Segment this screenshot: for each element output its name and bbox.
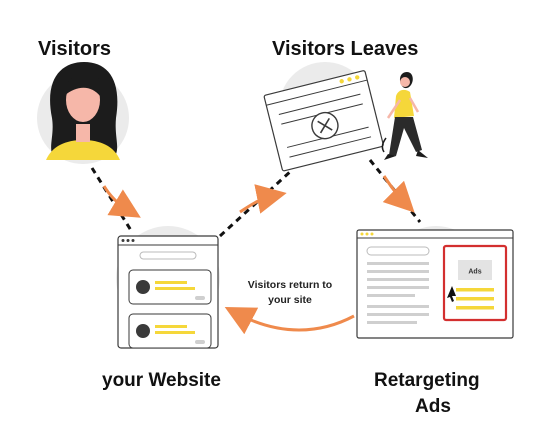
- visitor-avatar: [37, 62, 129, 164]
- retargeting-label-line2: Ads: [415, 396, 451, 417]
- visitors-leaves-label: Visitors Leaves: [272, 38, 419, 60]
- orange-arrow-visitor-to-website: [102, 185, 141, 218]
- retargeting-label-line1: Retargeting: [374, 370, 480, 391]
- retargeting-ads-node: [356, 226, 514, 339]
- ad-box-label: Ads: [468, 269, 481, 276]
- edge-visitor-to-website: [90, 167, 134, 233]
- your-website-label: your Website: [102, 370, 221, 391]
- visitors-label: Visitors: [38, 38, 111, 60]
- orange-arrow-leaves-to-retargeting: [382, 175, 415, 213]
- orange-arrow-website-to-leaves: [239, 184, 287, 214]
- return-edge-label-line1: Visitors return to: [247, 279, 333, 291]
- leaving-window: [263, 62, 384, 172]
- cursor-icon: [447, 286, 456, 302]
- website-node: [116, 226, 220, 349]
- return-edge-label-line2: your site: [268, 294, 312, 306]
- orange-arrow-return: [224, 307, 355, 335]
- walking-person-icon: [381, 72, 428, 160]
